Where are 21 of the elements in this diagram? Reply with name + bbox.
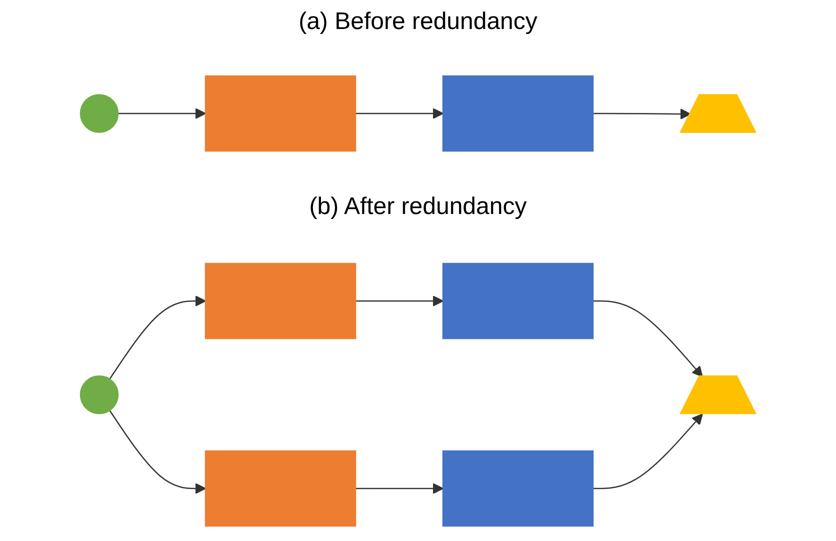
arrow (593, 108, 691, 119)
node-box (204, 74, 356, 152)
arrow (593, 413, 703, 489)
arrow (356, 108, 444, 118)
arrow (118, 108, 206, 118)
node-circle (80, 94, 119, 132)
node-circle (80, 374, 119, 414)
arrow (356, 295, 444, 306)
node-trapezoid (679, 94, 757, 132)
arrow (109, 295, 206, 379)
node-box (442, 450, 594, 526)
node-trapezoid (679, 374, 757, 414)
node-box (204, 450, 356, 526)
node-box (442, 74, 594, 152)
section-heading: (b) After redundancy (308, 192, 528, 221)
arrow (109, 410, 206, 494)
node-box (442, 262, 594, 339)
section-heading: (a) Before redundancy (298, 8, 538, 36)
arrow (356, 482, 444, 494)
node-box (204, 262, 356, 339)
arrow (593, 300, 703, 377)
